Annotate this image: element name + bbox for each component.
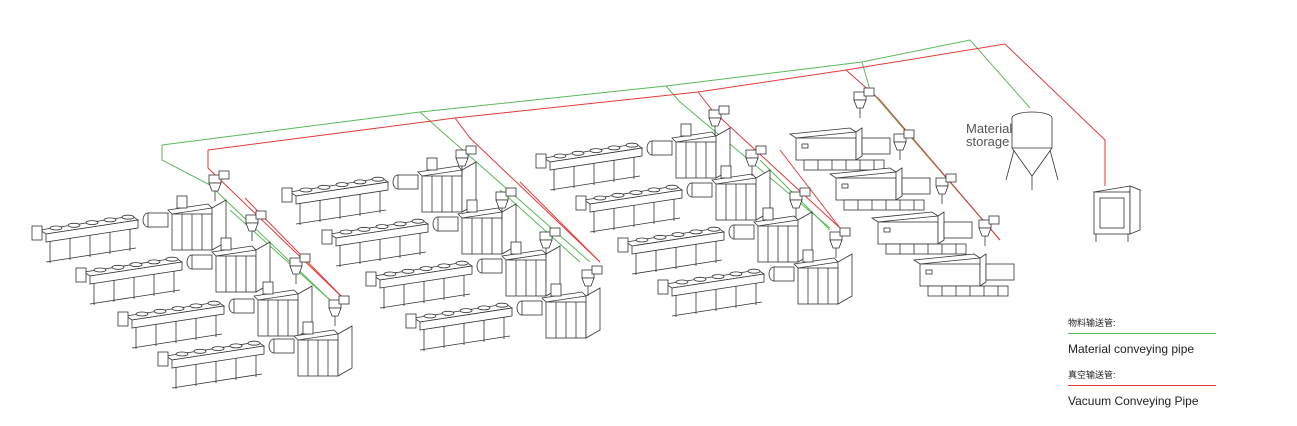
injection-machine-icon xyxy=(788,127,891,171)
extrusion-line-icon xyxy=(657,249,853,317)
storage-label-line1: Material xyxy=(966,121,1013,136)
material-trunk xyxy=(161,39,1031,146)
hopper-loader-icon xyxy=(789,187,811,218)
extrusion-line-icon xyxy=(535,123,731,191)
hopper-loader-icon xyxy=(978,215,1000,246)
hopper-loader-icon xyxy=(935,173,957,204)
injection-machine-icon xyxy=(912,253,1015,297)
hopper-loader-icon xyxy=(495,187,517,218)
hopper-loader-icon xyxy=(208,170,230,201)
extrusion-line-icon xyxy=(365,241,561,309)
injection-machine-icon xyxy=(870,211,973,255)
material-branch-2 xyxy=(419,111,591,263)
hopper-loader-icon xyxy=(708,105,730,136)
extrusion-line-icon xyxy=(75,237,271,305)
extrusion-line-icon xyxy=(281,157,477,225)
vacuum-trunk xyxy=(207,43,1106,186)
vacuum-sub-2 xyxy=(519,181,601,263)
extrusion-line-icon xyxy=(575,165,771,233)
central-equipment xyxy=(1005,111,1142,242)
extrusion-line-icon xyxy=(31,195,227,263)
hopper-loader-icon xyxy=(581,265,603,296)
extrusion-line-icon xyxy=(405,283,601,351)
hopper-loader-icon xyxy=(745,145,767,176)
hopper-loader-icon xyxy=(853,87,875,118)
material-storage-label: Material storage xyxy=(966,122,1012,148)
vacuum-pump-cabinet-icon xyxy=(1092,185,1142,242)
machines xyxy=(31,87,1015,389)
hopper-loader-icon xyxy=(829,227,851,258)
hopper-loader-icon xyxy=(328,295,350,326)
legend-material: 物料输送管: Material conveying pipe xyxy=(1068,316,1216,356)
legend-material-cn: 物料输送管: xyxy=(1068,318,1116,328)
legend-material-line xyxy=(1068,333,1216,334)
hopper-loader-icon xyxy=(289,253,311,284)
extrusion-line-icon xyxy=(157,321,353,389)
extrusion-line-icon xyxy=(617,207,813,275)
legend-vacuum-cn: 真空输送管: xyxy=(1068,370,1116,380)
injection-machine-icon xyxy=(828,167,931,211)
legend-vacuum-en: Vacuum Conveying Pipe xyxy=(1068,394,1199,408)
extrusion-line-icon xyxy=(321,199,517,267)
vacuum-pipes xyxy=(207,43,1106,301)
extrusion-line-icon xyxy=(117,281,313,349)
vacuum-branch-1 xyxy=(207,150,346,301)
hopper-loader-icon xyxy=(455,145,477,176)
vacuum-branch-2 xyxy=(454,117,601,263)
legend-vacuum: 真空输送管: Vacuum Conveying Pipe xyxy=(1068,368,1216,408)
hopper-loader-icon xyxy=(539,227,561,258)
storage-label-line2: storage xyxy=(966,134,1010,149)
material-silo-icon xyxy=(1005,111,1059,190)
material-sub-2 xyxy=(499,189,581,263)
hopper-loader-icon xyxy=(245,210,267,241)
legend-material-en: Material conveying pipe xyxy=(1068,342,1195,356)
vacuum-branch-4 xyxy=(845,69,1001,241)
material-branch-3 xyxy=(665,85,831,229)
hopper-loader-icon xyxy=(893,129,915,160)
legend-vacuum-line xyxy=(1068,385,1216,386)
